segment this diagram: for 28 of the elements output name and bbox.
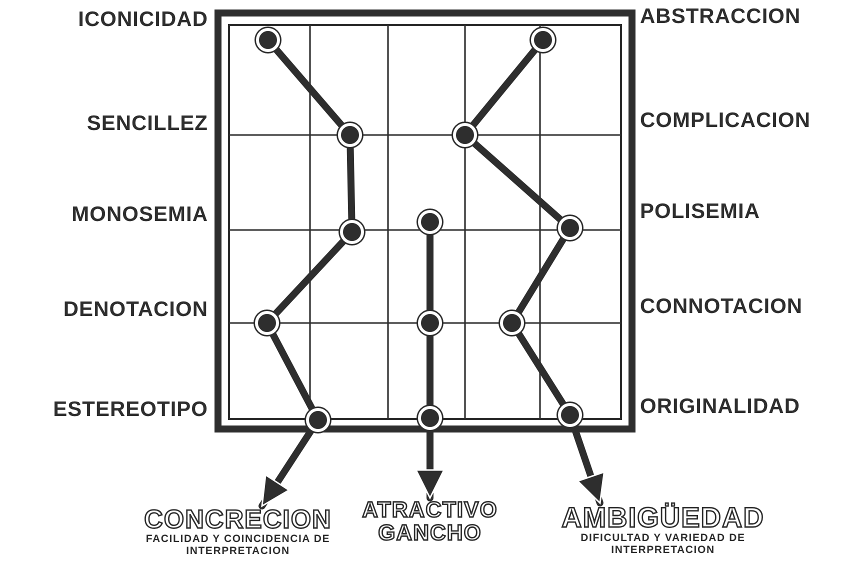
outcome-title: CONCRECION [143,506,333,534]
scale-label: ICONICIDAD [78,8,208,32]
point-marker [534,31,552,49]
point-marker [259,31,277,49]
outcome-title: ATRACTIVO GANCHO [360,498,499,544]
scale-label: POLISEMIA [640,200,760,224]
point-marker [309,411,327,429]
point-marker [258,314,276,332]
scale-label: ORIGINALIDAD [640,395,800,419]
point-marker [503,314,521,332]
point-marker [561,219,579,237]
scale-label: SENCILLEZ [86,112,208,136]
scale-label: MONOSEMIA [72,203,208,227]
outcome-description: DIFICULTAD Y VARIEDAD DE INTERPRETACION [580,532,746,556]
point-marker [421,409,439,427]
point-marker [456,126,474,144]
outcome-description: FACILIDAD Y COINCIDENCIA DE INTERPRETACION [144,533,332,558]
scale-label: ABSTRACCION [640,5,801,29]
point-marker [341,126,359,144]
point-marker [421,314,439,332]
outcome-title: AMBIGÜEDAD [560,503,766,532]
point-marker [343,223,361,241]
scale-label: DENOTACION [63,298,208,322]
point-marker [561,406,579,424]
scale-label: ESTEREOTIPO [53,398,208,422]
point-marker [421,213,439,231]
scale-label: COMPLICACION [640,109,810,133]
scale-label: CONNOTACION [640,295,803,319]
